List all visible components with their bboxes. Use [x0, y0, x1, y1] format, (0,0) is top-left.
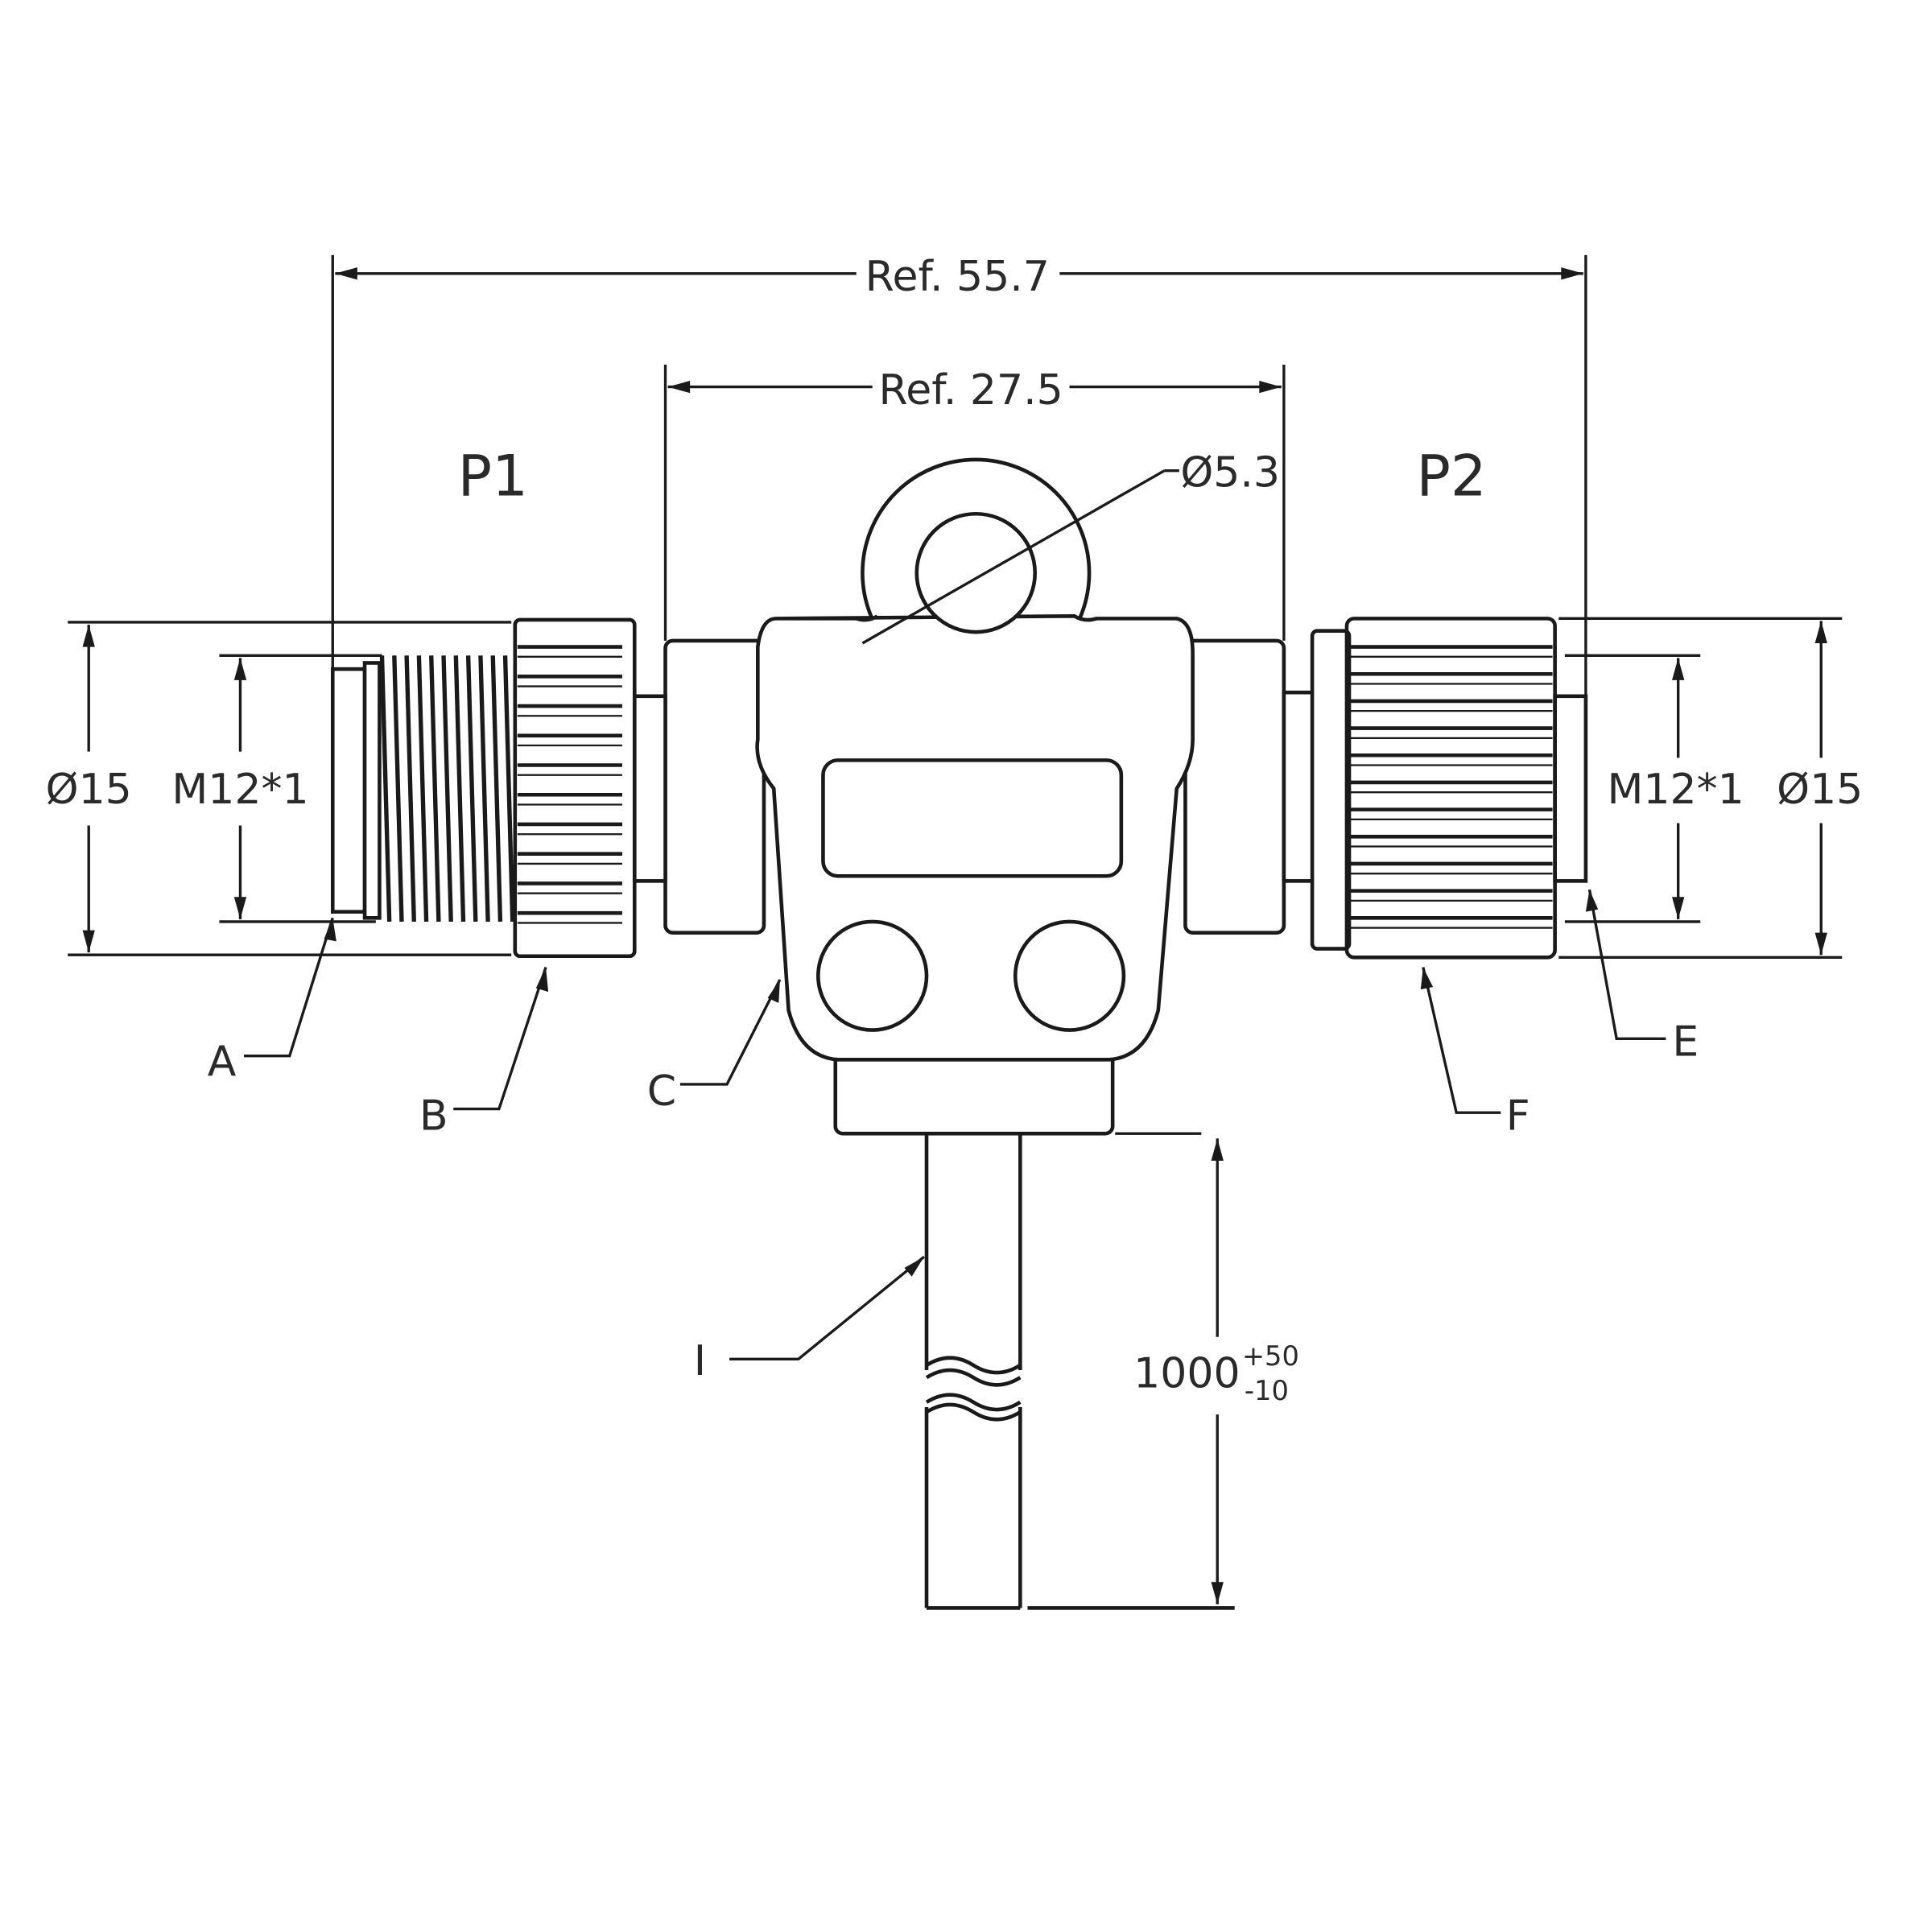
left-connector: [330, 617, 667, 959]
callout-e: E: [1672, 1018, 1699, 1067]
callout-c: C: [647, 1067, 676, 1116]
hatch-line: [429, 655, 441, 922]
hatch-line: [453, 655, 466, 922]
callouts: A B C E F I: [208, 889, 1699, 1385]
right-connector: [1282, 617, 1588, 960]
callout-a: A: [208, 1038, 237, 1086]
dim-cable-label: 1000: [1133, 1349, 1240, 1397]
hatch-line: [404, 655, 416, 922]
hatch-line: [441, 655, 453, 922]
dim-left-thread-label: M12*1: [171, 766, 308, 814]
hatch-line: [465, 655, 478, 922]
port-p2-label: P2: [1416, 443, 1486, 509]
button-left: [816, 919, 929, 1032]
display: [821, 758, 1124, 878]
dim-right-thread-label: M12*1: [1608, 766, 1744, 814]
dim-overall: Ref. 55.7: [331, 253, 1587, 696]
button-right: [1013, 919, 1126, 1032]
dim-left-outer-label: Ø15: [46, 766, 132, 814]
dim-left-diameters: Ø15 M12*1: [46, 621, 512, 956]
hatch-line: [392, 655, 404, 922]
dim-overall-label: Ref. 55.7: [865, 253, 1050, 301]
mounting-hole: [914, 511, 1038, 634]
housing: [663, 457, 1286, 1136]
hatch-line: [502, 655, 515, 922]
hatch-line: [416, 655, 429, 922]
callout-f: F: [1506, 1092, 1530, 1141]
dim-cable-tol-plus: +50: [1242, 1340, 1299, 1372]
port-p1-label: P1: [458, 443, 528, 509]
hatch-line: [478, 655, 490, 922]
callout-b: B: [419, 1092, 448, 1141]
dim-hole-label: Ø5.3: [1180, 449, 1280, 497]
hatch-line: [490, 655, 503, 922]
dim-body-label: Ref. 27.5: [878, 366, 1063, 415]
dim-hole: Ø5.3: [861, 449, 1280, 645]
dim-right-diameters: M12*1 Ø15: [1558, 617, 1863, 959]
dim-cable: 1000 +50 -10: [1115, 1132, 1299, 1604]
cable: [924, 1133, 1235, 1610]
callout-i: I: [694, 1337, 706, 1385]
dim-cable-tol-minus: -10: [1245, 1375, 1289, 1406]
dim-body: Ref. 27.5: [663, 365, 1286, 641]
dim-right-outer-label: Ø15: [1777, 766, 1863, 814]
hatch-line: [379, 655, 392, 922]
